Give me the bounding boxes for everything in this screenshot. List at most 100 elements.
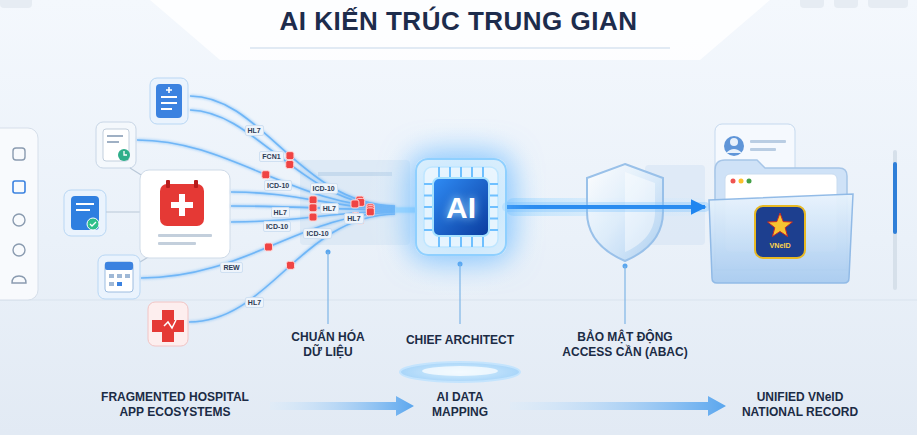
protocol-tag: HL7: [320, 203, 339, 214]
callout-label-slot: CHUẨN HÓA DỮ LIỆU: [283, 330, 373, 360]
hospital-app-icons: [107, 141, 119, 143]
profile-card: [750, 140, 786, 143]
data-wires: [137, 96, 416, 322]
tag-slot: HL7: [271, 201, 290, 219]
ai-chip: AI: [415, 158, 507, 256]
room-background: [893, 162, 897, 234]
chip-outline: [489, 183, 498, 185]
hospital-app-icons: [64, 190, 106, 236]
connector-arrow: [507, 207, 705, 208]
hospital-app-icons: [107, 135, 123, 137]
connector-arrow: [507, 202, 705, 212]
room-background: [0, 128, 38, 300]
leader-lines: [624, 266, 625, 324]
chip-outline: [489, 206, 498, 208]
leader-lines: [326, 250, 628, 325]
room-background: [13, 148, 25, 160]
hospital-app-icons: [156, 84, 182, 118]
callout-label-slot: BẢO MẬT ĐỘNG ACCESS CẦN (ABAC): [555, 330, 695, 360]
data-packets: [286, 152, 294, 160]
protocol-tag: HL7: [245, 125, 264, 136]
diagram-title: AI KIẾN TRÚC TRUNG GIAN: [279, 6, 637, 37]
chip-outline: [438, 237, 440, 247]
protocol-tag: REW: [220, 262, 242, 273]
stage-label-slot: FRAGMENTED HOSPITAL APP ECOSYSTEMS: [91, 390, 259, 420]
connector-arrow: [507, 205, 705, 209]
stage-label-slot: UNIFIED VNeID NATIONAL RECORD: [730, 390, 870, 420]
room-background: [893, 150, 897, 290]
chip-outline: [449, 237, 451, 247]
tag-slot: HL7: [245, 119, 264, 137]
hospital-app-icons: [90, 222, 96, 226]
room-background: [12, 276, 26, 283]
chip-outline: [424, 229, 433, 231]
protocol-tag: HL7: [344, 213, 363, 224]
security-shield: [587, 164, 663, 261]
hospital-app-icons: [160, 184, 204, 226]
data-wires: [141, 212, 395, 278]
chip-outline: [471, 167, 473, 177]
security-shield: [587, 164, 663, 261]
hologram-podium: [400, 362, 520, 382]
protocol-tag: HL7: [245, 297, 264, 308]
tag-slot: HL7: [320, 197, 339, 215]
callout-label: CHIEF ARCHITECT: [406, 333, 514, 348]
flow-arrows: [270, 396, 414, 416]
protocol-tag: ICD-10: [263, 221, 291, 232]
data-packets: [287, 261, 295, 269]
chip-outline: [424, 206, 433, 208]
callout-label-slot: CHIEF ARCHITECT: [395, 330, 525, 348]
hospital-app-icons: [96, 122, 136, 168]
tag-slot: HL7: [344, 207, 363, 225]
hospital-app-icons: [161, 96, 177, 98]
hospital-app-icons: [87, 218, 99, 230]
hospital-app-icons: [71, 196, 99, 230]
data-wires: [189, 214, 395, 322]
callout-label: CHUẨN HÓA DỮ LIỆU: [283, 330, 373, 360]
hospital-app-icons: [140, 170, 230, 258]
room-background: [0, 0, 32, 8]
tag-slot: ICD-10: [264, 174, 292, 192]
node-text: AI: [446, 191, 476, 224]
data-packets: [351, 200, 359, 208]
data-wires: [190, 96, 395, 206]
flow-arrows: [270, 396, 726, 416]
chip-outline: [424, 195, 433, 197]
hospital-app-icons: [161, 102, 177, 104]
data-packets: [309, 196, 317, 204]
hospital-app-icons: [125, 274, 130, 278]
chip-outline: [489, 229, 498, 231]
hospital-app-icons: [98, 255, 140, 299]
profile-card: [724, 136, 744, 156]
room-background: [868, 0, 908, 8]
hologram-podium: [422, 366, 498, 376]
stage-label-slot: AI DATA MAPPING: [418, 390, 502, 420]
room-background: [13, 244, 25, 256]
folder-outline: [709, 194, 853, 283]
protocol-tag: FCN1: [259, 151, 283, 162]
stage-label: UNIFIED VNeID NATIONAL RECORD: [730, 390, 870, 420]
stage-label: AI DATA MAPPING: [418, 390, 502, 420]
room-background: [834, 0, 858, 8]
hospital-app-icons: [117, 274, 122, 278]
profile-card: [730, 138, 738, 146]
hologram-podium: [400, 362, 520, 382]
hospital-app-icons: [164, 320, 176, 328]
chip-outline: [482, 167, 484, 177]
data-wires: [190, 110, 395, 207]
chip-outline: [449, 167, 451, 177]
room-background: [13, 181, 25, 193]
callout-label: BẢO MẬT ĐỘNG ACCESS CẦN (ABAC): [555, 330, 695, 360]
chip-outline: [489, 218, 498, 220]
protocol-tag: ICD-10: [310, 183, 338, 194]
protocol-tag: ICD-10: [264, 180, 292, 191]
profile-card: [750, 148, 776, 151]
hospital-app-icons: [64, 78, 230, 346]
title-slot: AI KIẾN TRÚC TRUNG GIAN: [0, 6, 917, 37]
data-packets: [262, 171, 270, 179]
hospital-app-icons: [158, 242, 196, 245]
hospital-app-icons: [105, 262, 133, 270]
protocol-tag: HL7: [271, 207, 290, 218]
hospital-app-icons: [109, 274, 114, 278]
